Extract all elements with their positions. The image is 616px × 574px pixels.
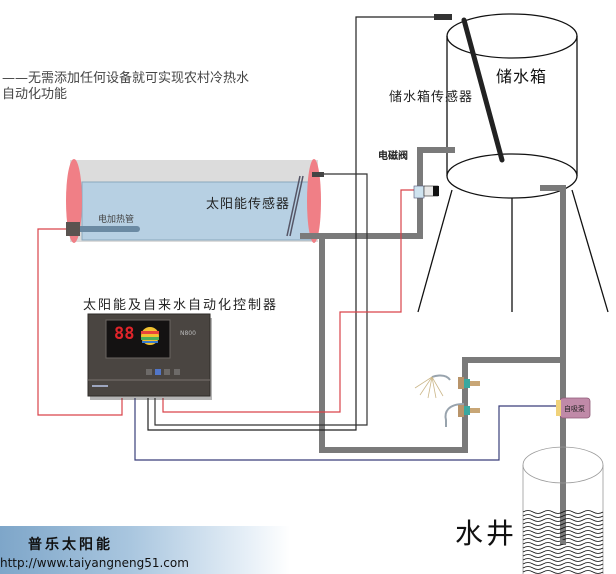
mixing-valve-cold-knob: [468, 408, 480, 413]
storage-tank-sensor-label: 储水箱传感器: [389, 90, 474, 105]
well-wave-line: [522, 554, 604, 558]
electric-heating-tube: [70, 226, 140, 232]
solar-sensor-rod-2: [289, 175, 304, 237]
heating-tube-plug: [66, 222, 80, 236]
pipe-heater-outlet: [300, 233, 560, 453]
controller-unit: [87, 313, 212, 400]
self-priming-pump: [556, 397, 591, 419]
wire-pump: [134, 398, 558, 461]
well-wave-line: [522, 530, 604, 534]
gauge-band-green: [141, 337, 159, 340]
footer-banner: [0, 526, 290, 574]
pipe-well-to-tank: [540, 185, 566, 545]
mixing-valve-hot: [458, 377, 464, 389]
controller-button-4[interactable]: [174, 369, 180, 375]
heater-cap-right: [307, 159, 321, 243]
solar-sensor-rod: [286, 175, 301, 237]
solar-sensor-head: [312, 172, 324, 177]
well-label: 水井: [455, 517, 518, 550]
tower-leg-right: [571, 189, 609, 313]
controller-screen: [105, 319, 171, 359]
electric-heater-label: 电加热管: [98, 215, 135, 225]
well-wave-line: [522, 570, 604, 574]
solar-heater: [66, 159, 324, 243]
controller-brand-mark: [92, 385, 108, 387]
solenoid-valve: [413, 185, 439, 199]
controller-label: 太阳能及自来水自动化控制器: [83, 298, 279, 313]
gauge-band-blue: [142, 341, 158, 343]
tank-sensor-head: [434, 14, 452, 20]
shower-hose: [444, 403, 465, 427]
valve-coil-cap: [433, 186, 439, 196]
well-wave-line: [522, 534, 604, 538]
wire-solar-sensor: [154, 173, 368, 426]
tower-leg-left: [417, 189, 453, 313]
storage-tank-label: 储水箱: [496, 67, 548, 86]
wires: [37, 16, 558, 461]
well-wave-line: [522, 550, 604, 554]
valve-body: [413, 185, 425, 199]
subtitle-line-2: 自动化功能: [2, 87, 68, 102]
footer-brand: 普乐太阳能: [28, 537, 113, 553]
controller-model: N800: [180, 330, 196, 337]
gauge-band-red: [141, 331, 159, 334]
well-pipe-bottom: [560, 540, 566, 544]
well-wave-line: [522, 562, 604, 566]
well-wave-line: [522, 558, 604, 562]
shower-head: [431, 374, 451, 381]
well-wave-line: [522, 522, 604, 526]
subtitle-line-1: ——无需添加任何设备就可实现农村冷热水: [2, 71, 250, 86]
well-wave-line: [522, 546, 604, 550]
mixing-valve-hot-knob: [468, 381, 480, 386]
well-wave-line: [522, 566, 604, 570]
tank-sensor-rod: [461, 17, 505, 163]
mixing-valve-hot-body: [464, 379, 470, 388]
storage-tank: [417, 13, 609, 313]
well-wave-line: [522, 518, 604, 522]
solar-sensor-label: 太阳能传感器: [206, 197, 291, 212]
pump-inlet: [556, 400, 561, 416]
wire-tank-sensor: [147, 16, 434, 431]
wire-heater: [37, 228, 123, 416]
controller-button-1[interactable]: [146, 369, 152, 375]
controller-button-3[interactable]: [164, 369, 170, 375]
well: [522, 446, 604, 574]
shower-spray: [414, 376, 444, 399]
well-wave-line: [522, 510, 604, 514]
solenoid-valve-label: 电磁阀: [378, 151, 408, 162]
shower-assembly: [414, 374, 480, 427]
pump-label: 自吸泵: [564, 405, 585, 413]
subtitle: ——无需添加任何设备就可实现农村冷热水 自动化功能: [2, 71, 249, 103]
well-wave-line: [522, 514, 604, 518]
well-water-waves: [522, 510, 604, 574]
tank-bottom-ellipse: [446, 153, 578, 199]
mixing-valve-cold-body: [464, 406, 470, 415]
footer-url[interactable]: http://www.taiyangneng51.com: [0, 556, 189, 570]
mixing-valve-cold: [458, 405, 464, 417]
wire-solenoid-valve: [162, 189, 414, 413]
controller-display-digits: 88: [114, 324, 135, 344]
controller-button-2[interactable]: [155, 369, 161, 375]
well-wave-line: [522, 526, 604, 530]
